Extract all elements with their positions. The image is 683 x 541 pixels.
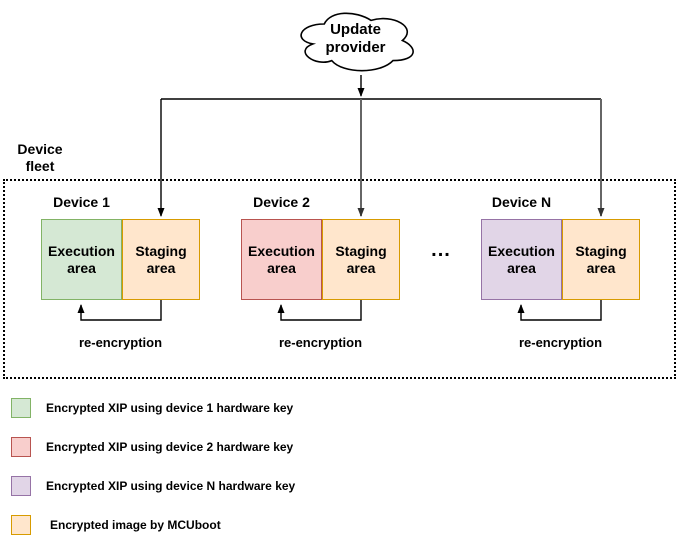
legend-item-deviceN-key: Encrypted XIP using device N hardware ke…	[11, 476, 295, 496]
legend-label: Encrypted XIP using device 1 hardware ke…	[46, 401, 294, 415]
device-1-staging-area: Staging area	[122, 219, 200, 300]
legend-swatch-purple	[11, 476, 31, 496]
device-1-group: Device 1 Execution area Staging area re-…	[41, 194, 200, 350]
legend-item-device2-key: Encrypted XIP using device 2 hardware ke…	[11, 437, 293, 457]
device-2-group: Device 2 Execution area Staging area re-…	[241, 194, 400, 350]
device-N-title: Device N	[491, 194, 552, 210]
device-N-staging-area: Staging area	[562, 219, 640, 300]
device-N-execution-area: Execution area	[481, 219, 562, 300]
legend-label: Encrypted XIP using device 2 hardware ke…	[46, 440, 294, 454]
legend-swatch-green	[11, 398, 31, 418]
device-2-title: Device 2	[253, 194, 310, 210]
device-2-execution-area: Execution area	[241, 219, 322, 300]
device-2-staging-area: Staging area	[322, 219, 400, 300]
legend-swatch-red	[11, 437, 31, 457]
legend-swatch-orange	[11, 515, 31, 535]
device-1-title: Device 1	[53, 194, 110, 210]
device-2-reencryption-label: re-encryption	[278, 335, 363, 350]
device-fleet-label: Device fleet	[17, 141, 63, 174]
legend-label: Encrypted image by MCUboot	[50, 518, 221, 532]
device-1-execution-area: Execution area	[41, 219, 122, 300]
device-fleet-boundary	[3, 179, 676, 379]
device-1-reencryption-label: re-encryption	[78, 335, 163, 350]
legend-item-mcuboot: Encrypted image by MCUboot	[11, 515, 221, 535]
more-devices-ellipsis: ...	[431, 239, 451, 261]
update-provider-label: Update provider	[325, 21, 386, 56]
device-N-group: Device N Execution area Staging area re-…	[481, 194, 640, 350]
legend-item-device1-key: Encrypted XIP using device 1 hardware ke…	[11, 398, 293, 418]
device-N-reencryption-label: re-encryption	[518, 335, 603, 350]
legend-label: Encrypted XIP using device N hardware ke…	[46, 479, 296, 493]
